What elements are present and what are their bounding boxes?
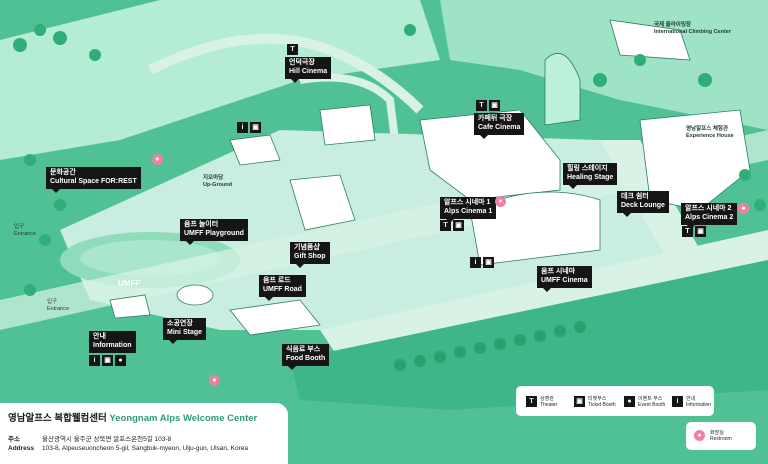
restroom-icon[interactable]: ● (495, 196, 506, 207)
restroom-icon[interactable]: ● (209, 375, 220, 386)
event-icon[interactable]: ● (115, 355, 126, 366)
theater-icon[interactable]: T (287, 44, 298, 55)
cafe-building (419, 109, 561, 201)
rock-sculpture (544, 53, 581, 126)
theater-icon[interactable]: T (440, 220, 451, 231)
theater-icon[interactable]: T (682, 226, 693, 237)
theater-icon[interactable]: T (476, 100, 487, 111)
restroom-icon[interactable]: ● (152, 154, 163, 165)
info-icon[interactable]: i (237, 122, 248, 133)
legend-ticket-icon: ▣ (574, 396, 585, 407)
road-lower (320, 230, 768, 360)
playground-building (289, 174, 356, 231)
legend-info-icon: i (672, 396, 683, 407)
experience-house-building (639, 109, 751, 211)
info-icon[interactable]: i (89, 355, 100, 366)
ticket-icon[interactable]: ▣ (250, 122, 261, 133)
ticket-icon[interactable]: ▣ (695, 226, 706, 237)
hill-path (147, 33, 424, 114)
welcome-center-panel: 영남알프스 복합웰컴센터 Yeongnam Alps Welcome Cente… (0, 401, 290, 464)
upper-right-lawn (440, 0, 768, 130)
legend-restroom-icon: ● (694, 430, 705, 441)
climbing-center-building (609, 19, 691, 61)
food-booth-tents (229, 299, 321, 336)
welcome-center-title: 영남알프스 복합웰컴센터 Yeongnam Alps Welcome Cente… (8, 413, 258, 424)
ticket-icon[interactable]: ▣ (453, 220, 464, 231)
legend-theater-icon: T (526, 396, 537, 407)
mini-stage-dome (176, 284, 214, 306)
restroom-icon[interactable]: ● (738, 203, 749, 214)
ticket-icon[interactable]: ▣ (483, 257, 494, 268)
info-icon[interactable]: i (470, 257, 481, 268)
lower-field (290, 260, 768, 410)
pavilion-building (229, 134, 281, 166)
umff-map-logo: UMFF (118, 279, 140, 288)
information-booth (109, 294, 151, 319)
legend-event-icon: ● (624, 396, 635, 407)
trees (13, 24, 766, 296)
upper-lawn (0, 0, 440, 160)
ticket-icon[interactable]: ▣ (102, 355, 113, 366)
hill-cinema-building (319, 104, 376, 146)
ticket-icon[interactable]: ▣ (489, 100, 500, 111)
tree-row (394, 321, 586, 371)
